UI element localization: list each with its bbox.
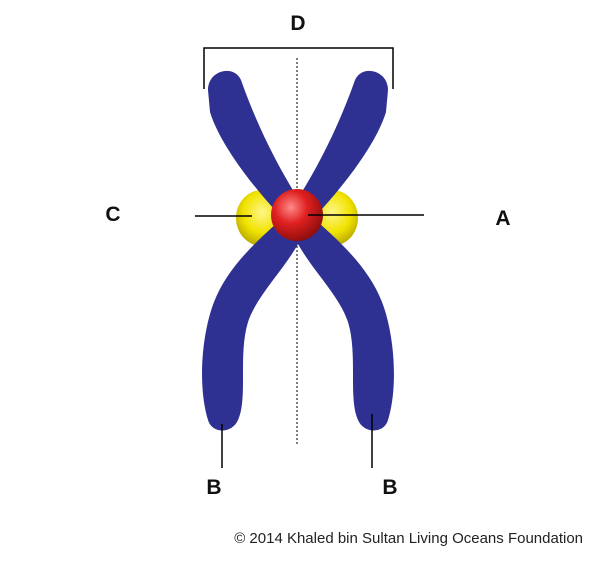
label-c: C bbox=[105, 203, 120, 226]
label-b-left: B bbox=[206, 476, 221, 499]
chromatid-arm-upper-right bbox=[293, 70, 388, 224]
chromatid-arm-lower-left bbox=[202, 214, 304, 431]
copyright-notice: © 2014 Khaled bin Sultan Living Oceans F… bbox=[234, 530, 583, 547]
label-a: A bbox=[495, 207, 510, 230]
chromatids bbox=[202, 70, 394, 431]
label-b-right: B bbox=[382, 476, 397, 499]
chromatid-arm-lower-right bbox=[292, 214, 394, 431]
centromere bbox=[271, 189, 323, 241]
label-d: D bbox=[290, 12, 305, 35]
chromatid-arm-upper-left bbox=[208, 70, 303, 224]
d-bracket bbox=[203, 47, 394, 89]
